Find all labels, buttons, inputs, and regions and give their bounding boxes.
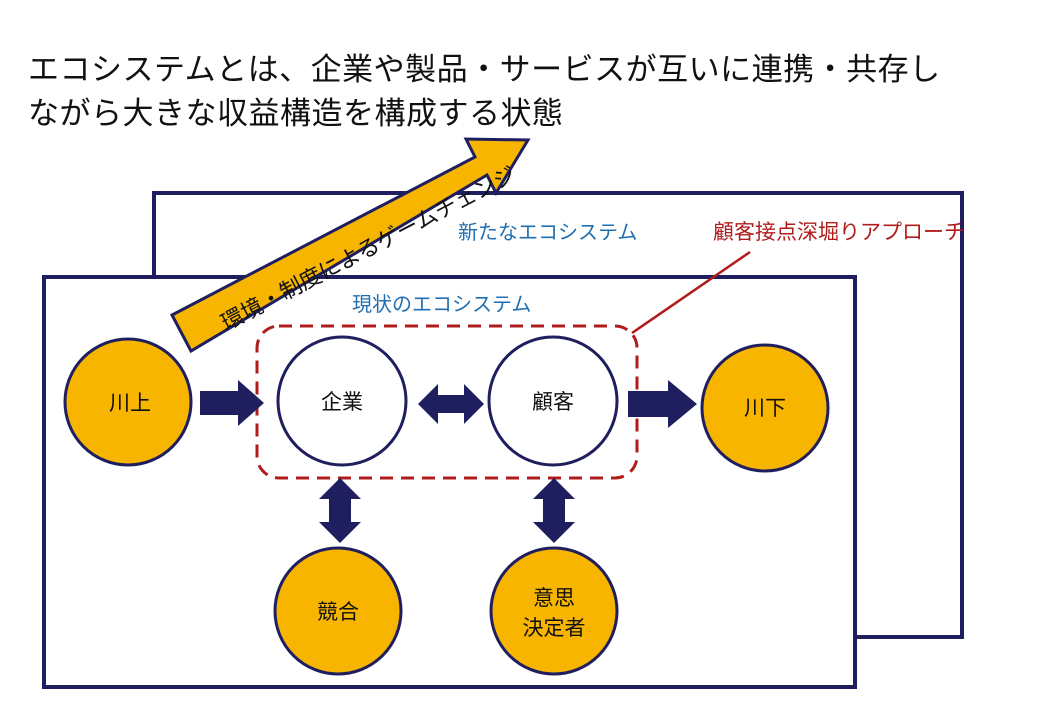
game-change-arrow <box>169 137 531 354</box>
arrow-kawakami-kigyo <box>200 380 264 426</box>
title-line-2: ながら大きな収益構造を構成する状態 <box>28 96 564 132</box>
new-ecosystem-frame <box>152 191 964 639</box>
ishi-label-line1: 意思 <box>533 586 575 610</box>
current-ecosystem-label: 現状のエコシステム <box>352 292 532 316</box>
node-kigyo <box>276 335 408 467</box>
kokyaku-label: 顧客 <box>532 390 574 414</box>
arrow-kigyo-kokyaku <box>418 384 484 424</box>
title-line-1: エコシステムとは、企業や製品・サービスが互いに連携・共存し <box>28 52 941 88</box>
arrow-kokyaku-kawashimo <box>628 380 697 428</box>
node-kyogo <box>273 546 403 676</box>
kigyo-label: 企業 <box>321 390 363 414</box>
kawashimo-label: 川下 <box>744 396 786 420</box>
kyogo-label: 競合 <box>317 600 359 624</box>
ishi-label: 意思 決定者 <box>494 583 614 643</box>
ishi-label-line2: 決定者 <box>522 616 586 640</box>
node-kawakami <box>63 337 193 467</box>
approach-callout-line <box>631 250 751 335</box>
new-ecosystem-label: 新たなエコシステム <box>458 220 638 244</box>
approach-label: 顧客接点深堀りアプローチ <box>713 220 965 244</box>
arrow-kokyaku-ishi <box>533 478 575 543</box>
node-kawashimo <box>700 343 830 473</box>
node-ishi <box>489 546 619 676</box>
kawakami-label: 川上 <box>109 391 151 415</box>
current-ecosystem-frame <box>42 275 857 689</box>
arrow-kigyo-kyogo <box>319 478 361 543</box>
node-kokyaku <box>487 335 619 467</box>
